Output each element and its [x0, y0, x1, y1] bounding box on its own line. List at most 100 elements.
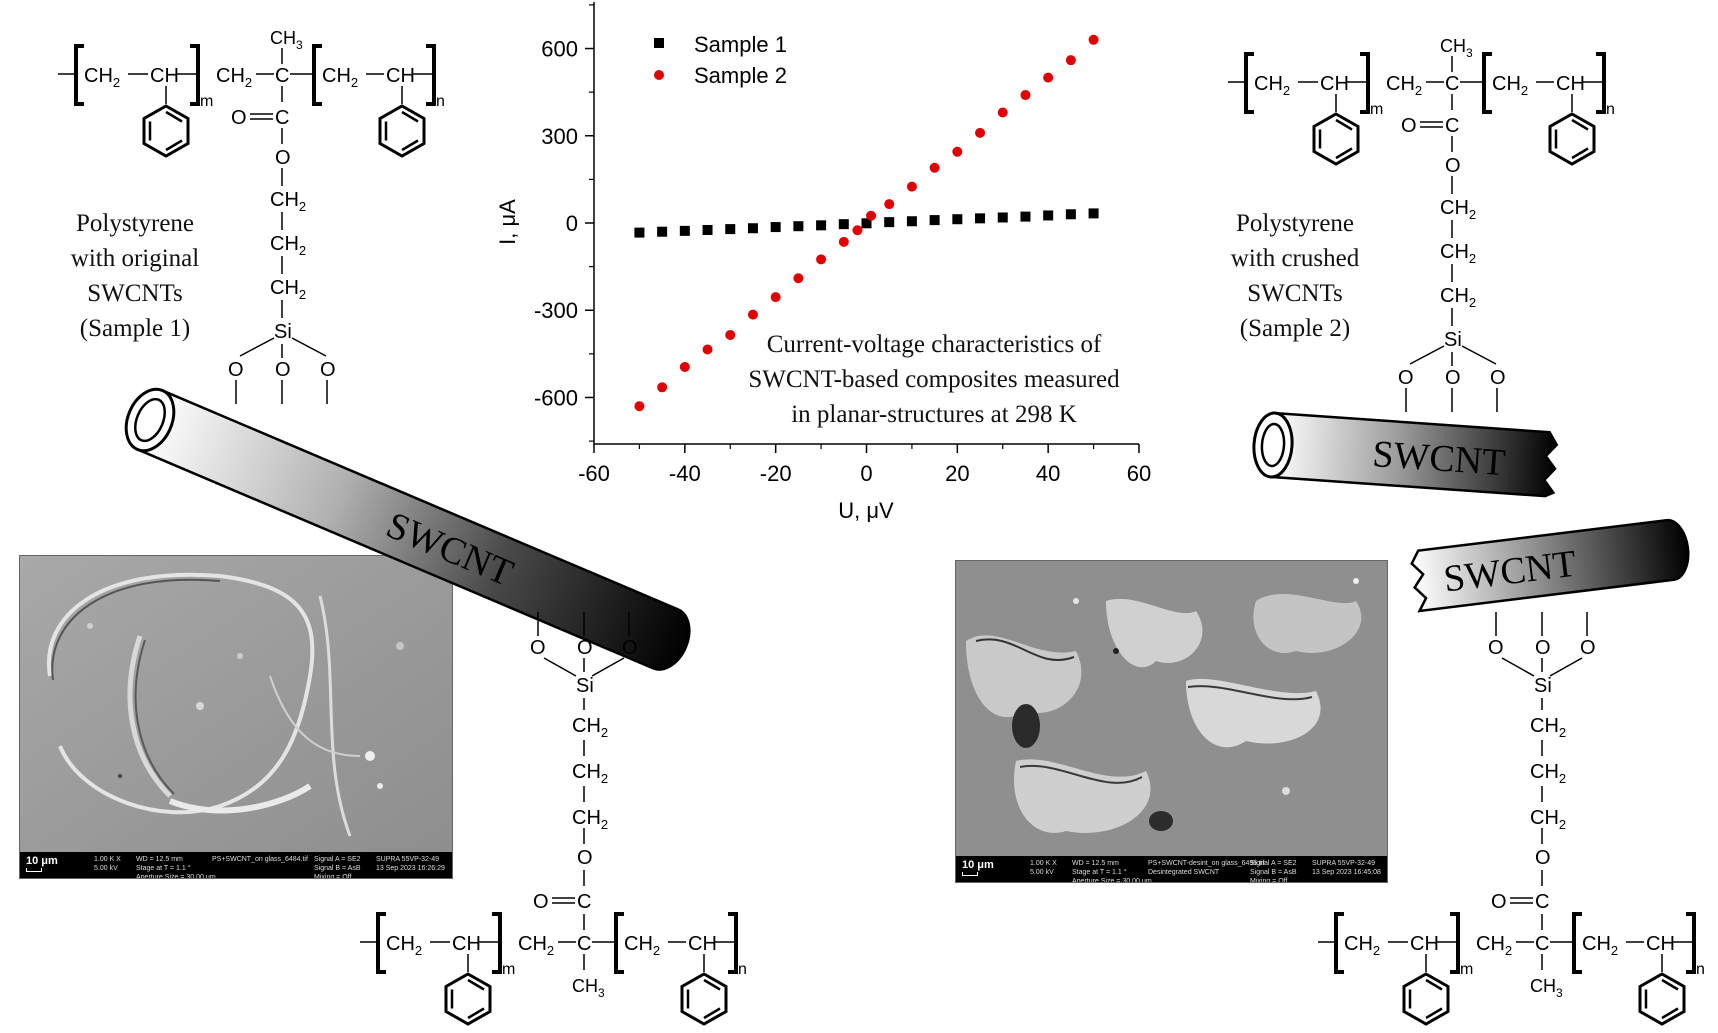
sample-2-caption: Polystyrene with crushed SWCNTs (Sample …: [1200, 206, 1390, 346]
caption-line: (Sample 2): [1239, 315, 1351, 342]
caption-line: with original: [70, 245, 200, 272]
data-point-sample-1: [884, 217, 895, 228]
data-point-sample-1: [679, 225, 690, 236]
swcnt-tube-crushed-top: SWCNT: [1252, 411, 1559, 498]
data-point-sample-1: [725, 224, 736, 235]
caption-line: Polystyrene: [1235, 210, 1355, 237]
data-point-sample-2: [747, 309, 758, 320]
swcnt-tube-original: SWCNT: [124, 387, 691, 671]
data-point-sample-2: [838, 236, 849, 247]
data-point-sample-1: [747, 223, 758, 234]
data-point-sample-2: [725, 329, 736, 340]
data-point-sample-1: [1020, 211, 1031, 222]
y-ticks: -600 -300 0 300 600: [534, 4, 594, 442]
caption-line: SWCNTs: [87, 280, 183, 307]
x-tick-label: -40: [669, 461, 701, 486]
sem-meta: SUPRA 55VP-32-49 13 Sep 2023 16:45:08: [1312, 860, 1381, 876]
x-axis-label: U, μV: [838, 498, 894, 523]
chart-caption: Current-voltage characteristics of SWCNT…: [748, 331, 1120, 428]
data-point-sample-1: [838, 219, 849, 230]
x-tick-label: -20: [760, 461, 792, 486]
data-point-sample-2: [1065, 55, 1076, 66]
scale-bar-label: 10 μm: [962, 859, 994, 871]
data-point-sample-2: [906, 181, 917, 192]
sem-info-bar: 10 μm 1.00 K X 5.00 kV WD = 12.5 mm Stag…: [956, 856, 1387, 882]
sample-1-caption: Polystyrene with original SWCNTs (Sample…: [40, 206, 230, 346]
x-tick-label: 0: [860, 461, 872, 486]
data-point-sample-1: [657, 226, 668, 237]
scale-bar: [962, 872, 978, 876]
x-ticks: -60 -40 -20 0 20 40 60: [578, 444, 1151, 486]
sem-texture: [20, 556, 452, 852]
data-point-sample-2: [1020, 90, 1031, 101]
scale-bar-label: 10 μm: [26, 855, 58, 867]
sem-meta: SUPRA 55VP-32-49 13 Sep 2023 16:26:29: [376, 856, 445, 872]
data-point-sample-1: [997, 212, 1008, 223]
y-tick-label: 0: [566, 211, 578, 236]
data-point-sample-1: [634, 227, 645, 238]
polymer-structure-sample-1-bottom: [360, 612, 747, 1024]
caption-line: (Sample 1): [79, 315, 191, 342]
data-point-sample-1: [1065, 209, 1076, 220]
data-points: [634, 34, 1099, 412]
sem-meta: 1.00 K X 5.00 kV: [1030, 860, 1057, 876]
sem-meta: Signal A = SE2 Signal B = AsB Mixing = O…: [1250, 860, 1297, 883]
swcnt-label: SWCNT: [1371, 433, 1507, 484]
legend: Sample 1 Sample 2: [654, 32, 787, 88]
chart-caption-line: SWCNT-based composites measured: [748, 366, 1120, 393]
sem-info-bar: 10 μm 1.00 K X 5.00 kV WD = 12.5 mm Stag…: [20, 852, 452, 878]
data-point-sample-1: [770, 222, 781, 233]
sem-meta: Signal A = SE2 Signal B = AsB Mixing = O…: [314, 856, 361, 879]
y-tick-label: 300: [541, 124, 578, 149]
sem-texture: [956, 561, 1387, 856]
chart-caption-line: Current-voltage characteristics of: [767, 331, 1102, 358]
data-point-sample-2: [884, 199, 895, 210]
data-point-sample-2: [679, 361, 690, 372]
x-tick-label: 60: [1127, 461, 1151, 486]
data-point-sample-2: [866, 210, 877, 221]
swcnt-tube-crushed-bottom: SWCNT: [1410, 518, 1690, 613]
data-point-sample-1: [929, 215, 940, 226]
caption-line: Polystyrene: [75, 210, 195, 237]
data-point-sample-1: [861, 218, 872, 229]
x-tick-label: 20: [945, 461, 969, 486]
sem-meta: PS+SWCNT_on glass_6484.tif: [212, 856, 308, 863]
data-point-sample-2: [793, 273, 804, 284]
data-point-sample-2: [1043, 72, 1054, 83]
legend-label-sample-1: Sample 1: [694, 32, 787, 57]
sem-meta: PS+SWCNT-desint_on glass_6496.tif Desint…: [1148, 860, 1265, 876]
sem-image-sample-2: 10 μm 1.00 K X 5.00 kV WD = 12.5 mm Stag…: [955, 560, 1388, 883]
data-point-sample-2: [702, 344, 713, 355]
chart-caption-line: in planar-structures at 298 K: [791, 401, 1077, 428]
data-point-sample-2: [657, 382, 668, 393]
data-point-sample-2: [997, 107, 1008, 118]
caption-line: SWCNTs: [1247, 280, 1343, 307]
data-point-sample-2: [929, 162, 940, 173]
y-axis-label: I, μA: [495, 199, 520, 245]
data-point-sample-2: [634, 401, 645, 412]
data-point-sample-1: [906, 216, 917, 227]
data-point-sample-2: [770, 292, 781, 303]
sem-meta: 1.00 K X 5.00 kV: [94, 856, 121, 872]
data-point-sample-2: [975, 127, 986, 138]
x-tick-label: 40: [1036, 461, 1060, 486]
data-point-sample-1: [816, 220, 827, 231]
data-point-sample-1: [975, 213, 986, 224]
data-point-sample-1: [702, 224, 713, 235]
scale-bar: [26, 868, 42, 872]
caption-line: with crushed: [1230, 245, 1360, 272]
polymer-structure-sample-1-top: [58, 28, 445, 404]
sem-image-sample-1: 10 μm 1.00 K X 5.00 kV WD = 12.5 mm Stag…: [19, 555, 453, 879]
data-point-sample-1: [1088, 208, 1099, 219]
y-tick-label: -600: [534, 385, 578, 410]
data-point-sample-2: [1088, 34, 1099, 45]
polymer-structure-sample-2-top: [1228, 36, 1615, 412]
y-tick-label: -300: [534, 298, 578, 323]
legend-label-sample-2: Sample 2: [694, 63, 787, 88]
data-point-sample-2: [816, 254, 827, 265]
y-tick-label: 600: [541, 37, 578, 62]
x-tick-label: -60: [578, 461, 610, 486]
